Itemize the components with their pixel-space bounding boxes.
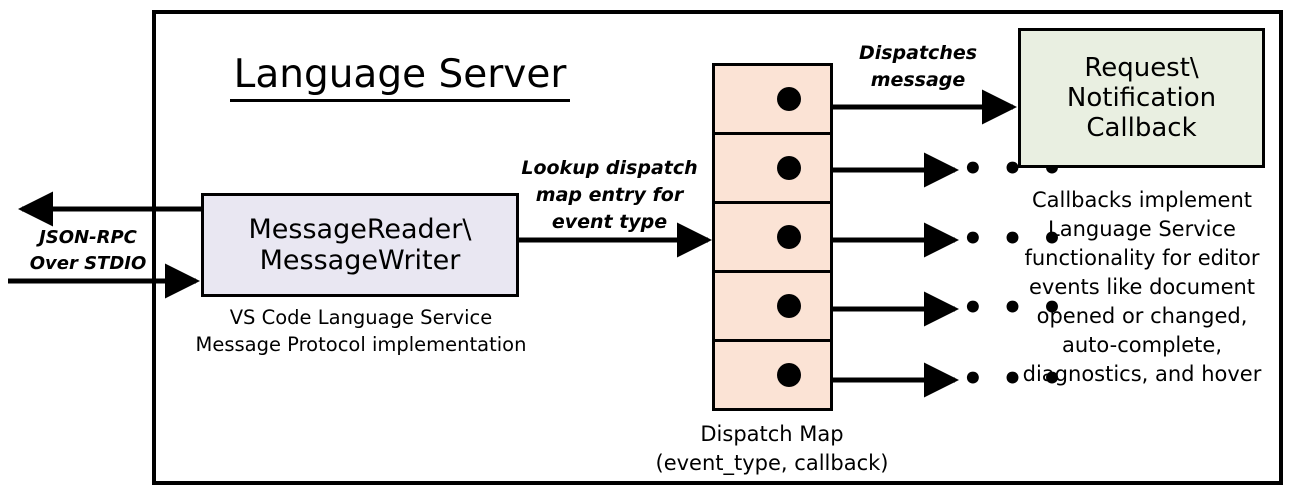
message-reader-writer-caption: VS Code Language Service Message Protoco… [186,305,536,359]
lookup-label-line-1: Lookup dispatch [521,157,698,179]
lookup-label-line-2: map entry for [535,183,684,206]
ellipsis-row-4: • • • [962,288,1066,328]
dispatches-label-line-1: Dispatches [858,42,978,64]
callback-caption-line-7: diagnostics, and hover [1022,361,1262,386]
dispatch-entry-dot-icon [777,363,801,387]
dispatch-caption-line-2: (event_type, callback) [655,450,889,475]
language-server-frame [152,10,1283,485]
dispatches-message-label: Dispatches message [838,40,998,94]
callback-caption-line-1: Callbacks implement [1031,188,1253,212]
callback-line-3: Callback [1086,113,1197,144]
message-rw-caption-line-2: Message Protocol implementation [195,332,527,356]
page-title: Language Server [230,52,570,102]
dispatch-entry-dot-icon [777,156,801,180]
table-row[interactable] [715,135,830,204]
callback-caption-line-5: opened or changed, [1036,303,1248,328]
dispatch-entry-dot-icon [777,225,801,249]
callback-caption-line-2: Language Service [1048,216,1236,241]
message-reader-writer-box[interactable]: MessageReader\ MessageWriter [201,193,519,297]
jsonrpc-label-line-2: Over STDIO [29,253,147,275]
table-row[interactable] [715,204,830,273]
callback-description: Callbacks implement Language Service fun… [1008,186,1276,389]
message-rw-caption-line-1: VS Code Language Service [229,306,493,329]
table-row[interactable] [715,273,830,342]
lookup-label-line-3: event type [551,210,668,233]
callback-caption-line-6: auto-complete, [1062,332,1222,357]
callback-line-1: Request\ [1084,52,1199,83]
dispatch-caption-line-1: Dispatch Map [700,422,844,446]
jsonrpc-transport-label: JSON-RPC Over STDIO [18,225,158,277]
dispatch-entry-dot-icon [777,294,801,318]
ellipsis-row-3: • • • [962,219,1066,259]
lookup-dispatch-label: Lookup dispatch map entry for event type [512,155,707,236]
ellipsis-row-5: • • • [962,359,1066,399]
jsonrpc-label-line-1: JSON-RPC [39,227,137,248]
message-rw-line-1: MessageReader\ [248,213,472,245]
dispatch-entry-dot-icon [777,87,801,111]
request-notification-callback-box[interactable]: Request\ Notification Callback [1018,28,1265,168]
dispatch-map-caption: Dispatch Map (event_type, callback) [632,420,912,477]
table-row[interactable] [715,342,830,408]
callback-caption-line-4: events like document [1028,274,1256,299]
message-rw-line-2: MessageWriter [259,245,461,276]
callback-caption-line-3: functionality for editor [1024,245,1260,270]
dispatch-map-table[interactable] [712,63,833,411]
callback-line-2: Notification [1066,82,1217,113]
table-row[interactable] [715,66,830,135]
dispatches-label-line-2: message [870,68,966,91]
